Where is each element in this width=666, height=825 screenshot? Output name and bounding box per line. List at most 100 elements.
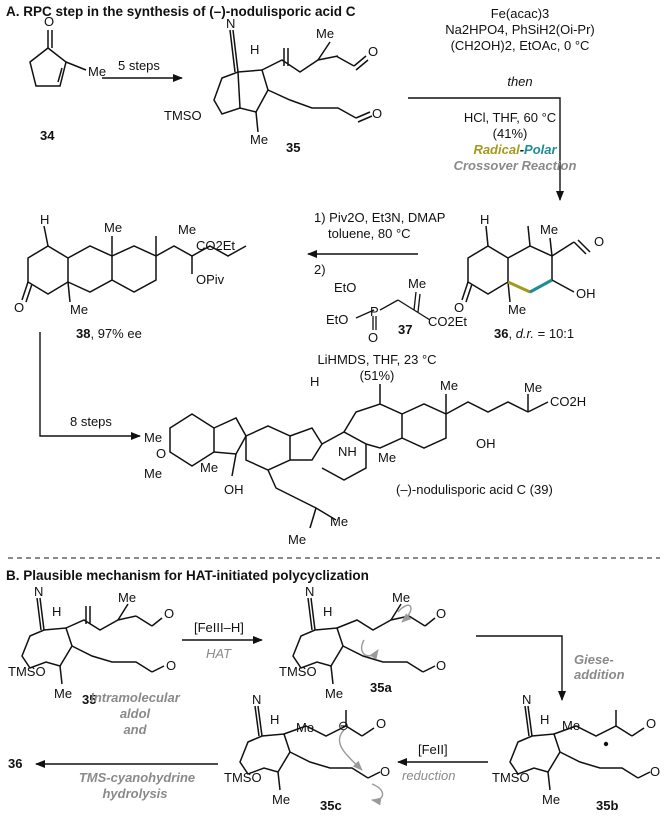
cmpd39-acid: CO2H — [550, 394, 587, 409]
structure-36 — [461, 225, 591, 303]
step2-label: 8 steps — [70, 414, 112, 429]
cmpd34-label: 34 — [40, 128, 55, 143]
mech35-hydrogen: H — [52, 604, 62, 619]
final-step-line-4: TMS-cyanohydrine — [78, 770, 196, 785]
condition-lihmds: LiHMDS, THF, 23 °C — [317, 352, 437, 367]
mech35b-tmso: TMSO — [492, 770, 530, 785]
mech35-me-lower: Me — [54, 686, 73, 701]
cmpd39-me-3: Me — [378, 450, 397, 465]
final-step-line-3: and — [123, 722, 147, 737]
mech35-nitrogen: N — [34, 584, 44, 599]
mech35b-me-mid: Me — [562, 718, 581, 733]
step1-label: 5 steps — [118, 58, 160, 73]
radical-polar-label: Radical-Polar — [473, 142, 557, 157]
cmpd39-me-1: Me — [440, 378, 459, 393]
structure-34 — [29, 30, 87, 87]
radical-dot-35b — [603, 741, 609, 747]
cmpd35-nitrogen: N — [226, 16, 236, 31]
mech35c-hydrogen: H — [270, 712, 280, 727]
reagent37-oxygen: O — [368, 330, 379, 345]
cmpd35-me-upper: Me — [316, 26, 335, 41]
cmpd39-me-7: Me — [330, 514, 349, 529]
mech35b-oxygen-1: O — [646, 716, 657, 731]
condition-hcl: HCl, THF, 60 °C — [463, 110, 557, 125]
structure-35a — [292, 597, 436, 685]
cmpd39-nh: NH — [338, 444, 357, 459]
cmpd38-me-1: Me — [104, 220, 123, 235]
mech35a-label: 35a — [370, 680, 392, 695]
cmpd35-me-lower: Me — [250, 132, 269, 147]
mech35b-nitrogen: N — [522, 692, 532, 707]
cmpd38-hydrogen: H — [40, 212, 50, 227]
electron-arrow-35a-2 — [360, 639, 379, 660]
cmpd35-oxygen-2: O — [372, 106, 383, 121]
mech35-me-upper: Me — [118, 590, 137, 605]
reagent37-phosphorus: P — [370, 304, 379, 319]
section-a-title: A. RPC step in the synthesis of (–)-nodu… — [6, 4, 356, 19]
reagent37-label: 37 — [398, 322, 413, 337]
mech35c-tmso: TMSO — [224, 770, 262, 785]
mech35b-hydrogen: H — [540, 712, 550, 727]
cmpd36-dr-prefix: d.r. — [515, 326, 535, 341]
mech35-tmso: TMSO — [8, 664, 46, 679]
giese-label: Giese-addition — [574, 652, 625, 682]
cmpd38-label: 38 — [76, 326, 91, 341]
mech35a-nitrogen: N — [305, 584, 315, 599]
structure-35-top — [213, 29, 373, 133]
cmpd34-methyl: Me — [88, 64, 107, 79]
condition-step2: 2) — [314, 262, 326, 277]
yield-41: (41%) — [492, 126, 528, 141]
mech35-oxygen-1: O — [164, 606, 175, 621]
structure-38 — [21, 225, 247, 303]
then-label: then — [507, 74, 533, 89]
polar-bond-highlight — [529, 278, 553, 294]
reagent37-eto-1: EtO — [334, 280, 357, 295]
mech35a-me-upper: Me — [392, 590, 411, 605]
mech35a-hydrogen: H — [323, 604, 333, 619]
condition-toluene: toluene, 80 °C — [328, 226, 411, 241]
cmpd39-oh-left: OH — [224, 482, 244, 497]
mech35a-me-lower: Me — [325, 686, 344, 701]
electron-arrow-35c-2 — [371, 783, 384, 806]
cmpd35-label: 35 — [286, 140, 301, 155]
polar-word: Polar — [524, 142, 557, 157]
mech35c-anion: ⊖ — [338, 718, 349, 733]
cmpd39-oxygen: O — [156, 446, 167, 461]
final-step-line-2: aldol — [119, 706, 151, 721]
mech35-label: 35 — [82, 692, 97, 707]
cmpd39-me-5: Me — [144, 466, 163, 481]
mech35-oxygen-2: O — [166, 658, 177, 673]
cmpd36-oxygen-ald: O — [594, 234, 605, 249]
mech35c-me-mid: Me — [296, 720, 315, 735]
mech35b-oxygen-2: O — [650, 764, 661, 779]
cmpd39-oh-right: OH — [476, 436, 496, 451]
mech35c-nitrogen: N — [252, 692, 262, 707]
cmpd35-tmso: TMSO — [164, 108, 202, 123]
reduction-label: reduction — [402, 768, 456, 783]
cmpd39-me-6: Me — [200, 460, 219, 475]
mech35c-label: 35c — [320, 798, 342, 813]
condition-piv: 1) Piv2O, Et3N, DMAP — [314, 210, 446, 225]
hat-label: HAT — [206, 646, 232, 661]
final-product-36: 36 — [8, 756, 23, 771]
cmpd38-me-3: Me — [70, 302, 89, 317]
cmpd36-me-upper: Me — [540, 222, 559, 237]
structure-35-mech — [21, 597, 165, 685]
mech35b-label: 35b — [596, 798, 619, 813]
cmpd36-label: 36 — [494, 326, 509, 341]
reagent37-ester: CO2Et — [428, 314, 468, 329]
cmpd36-dr-value: = 10:1 — [537, 326, 575, 341]
cmpd34-oxygen: O — [44, 14, 55, 29]
cmpd36-oxygen-ketone: O — [454, 300, 465, 315]
electron-arrow-35c — [338, 729, 363, 771]
final-step-line-1: Intramolecular — [90, 690, 180, 705]
reagent-fe3-h: [FeIII–H] — [194, 620, 244, 635]
condition-fe-acac: Fe(acac)3 — [490, 6, 550, 21]
arrow-giese — [476, 635, 566, 701]
arrow-38-to-39 — [39, 332, 141, 440]
mech35a-tmso: TMSO — [279, 664, 317, 679]
section-b-title: B. Plausible mechanism for HAT-initiated… — [6, 568, 369, 583]
reagent-fe2: [FeII] — [418, 742, 448, 757]
yield-51: (51%) — [359, 368, 395, 383]
